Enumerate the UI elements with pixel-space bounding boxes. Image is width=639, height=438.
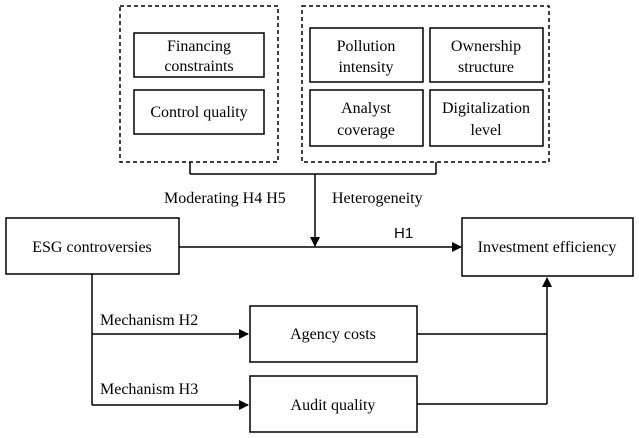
pollution-intensity-line1: Pollution — [337, 38, 396, 55]
ownership-structure-box — [429, 27, 544, 83]
moderating-label: Moderating H4 H5 — [164, 190, 286, 207]
investment-efficiency-box — [461, 217, 634, 277]
heterogeneity-dashed-group — [301, 5, 550, 163]
pollution-intensity-line2: intensity — [338, 59, 393, 76]
analyst-coverage-line2: coverage — [337, 122, 395, 139]
investment-efficiency-label: Investment efficiency — [478, 239, 617, 256]
control-quality-box — [133, 89, 265, 135]
audit-quality-label: Audit quality — [291, 397, 376, 414]
esg-controversies-label: ESG controversies — [32, 239, 152, 256]
esg-controversies-box — [5, 217, 180, 275]
ownership-structure-line1: Ownership — [451, 38, 521, 55]
financing-constraints-line2: constraints — [164, 58, 233, 75]
financing-constraints-box — [133, 32, 265, 78]
mechanism-h3-label: Mechanism H3 — [100, 381, 198, 398]
analyst-coverage-line1: Analyst — [341, 100, 391, 117]
pollution-intensity-box — [309, 27, 424, 83]
h1-label: H1 — [394, 225, 413, 242]
moderators-dashed-group — [119, 5, 279, 163]
audit-quality-box — [249, 375, 418, 433]
mechanism-h2-label: Mechanism H2 — [100, 312, 198, 329]
financing-constraints-line1: Financing — [167, 38, 231, 55]
digitalization-level-box — [429, 89, 544, 147]
ownership-structure-line2: structure — [458, 59, 514, 76]
digitalization-level-line2: level — [470, 122, 502, 139]
digitalization-level-line1: Digitalization — [442, 100, 530, 117]
analyst-coverage-box — [309, 89, 424, 147]
control-quality-label: Control quality — [150, 104, 247, 121]
agency-costs-label: Agency costs — [290, 326, 376, 343]
agency-costs-box — [249, 305, 418, 363]
heterogeneity-label: Heterogeneity — [332, 190, 423, 207]
